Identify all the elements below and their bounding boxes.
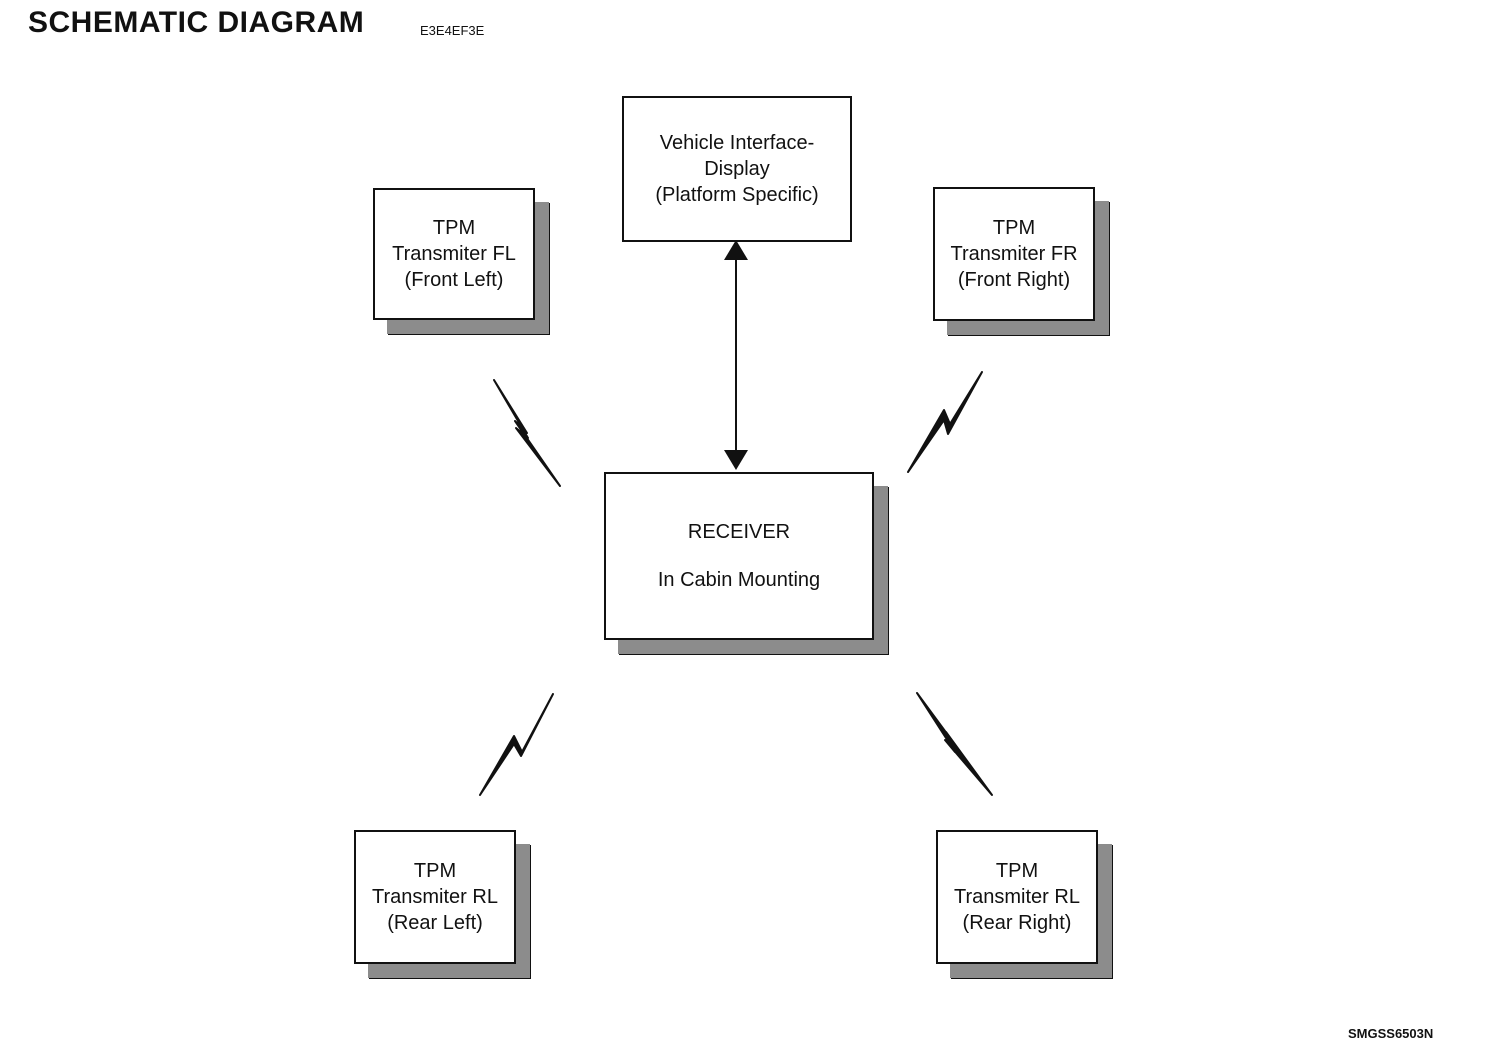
- display-line3: (Platform Specific): [655, 184, 819, 206]
- rl-line2: Transmiter RL: [372, 886, 498, 908]
- fl-line2: Transmiter FL: [392, 243, 516, 265]
- tpm-transmitter-rr-box: TPM Transmiter RL (Rear Right): [936, 830, 1098, 964]
- fl-line1: TPM: [432, 217, 476, 239]
- wireless-rl-icon: [479, 693, 554, 796]
- fr-line1: TPM: [992, 217, 1036, 239]
- fr-line2: Transmiter FR: [950, 243, 1078, 265]
- wireless-fr-icon: [907, 371, 983, 473]
- rl-line3: (Rear Left): [387, 912, 483, 934]
- wireless-rr-icon: [916, 692, 993, 796]
- rr-line3: (Rear Right): [962, 912, 1072, 934]
- rr-line2: Transmiter RL: [954, 886, 1080, 908]
- vehicle-interface-display-box: Vehicle Interface- Display (Platform Spe…: [622, 96, 852, 242]
- display-line2: Display: [704, 158, 770, 180]
- rr-line1: TPM: [995, 860, 1039, 882]
- fl-line3: (Front Left): [404, 269, 504, 291]
- receiver-box: RECEIVER In Cabin Mounting: [604, 472, 874, 640]
- receiver-label: RECEIVER: [687, 521, 791, 543]
- document-code: E3E4EF3E: [420, 23, 485, 38]
- diagram-title: SCHEMATIC DIAGRAM: [28, 6, 365, 39]
- receiver-mounting: In Cabin Mounting: [657, 569, 821, 591]
- fr-line3: (Front Right): [957, 269, 1071, 291]
- figure-code: SMGSS6503N: [1348, 1026, 1434, 1041]
- tpm-transmitter-rl-box: TPM Transmiter RL (Rear Left): [354, 830, 516, 964]
- wireless-fl-icon: [493, 379, 561, 487]
- display-line1: Vehicle Interface-: [659, 132, 815, 154]
- tpm-transmitter-fr-box: TPM Transmiter FR (Front Right): [933, 187, 1095, 321]
- tpm-transmitter-fl-box: TPM Transmiter FL (Front Left): [373, 188, 535, 320]
- rl-line1: TPM: [413, 860, 457, 882]
